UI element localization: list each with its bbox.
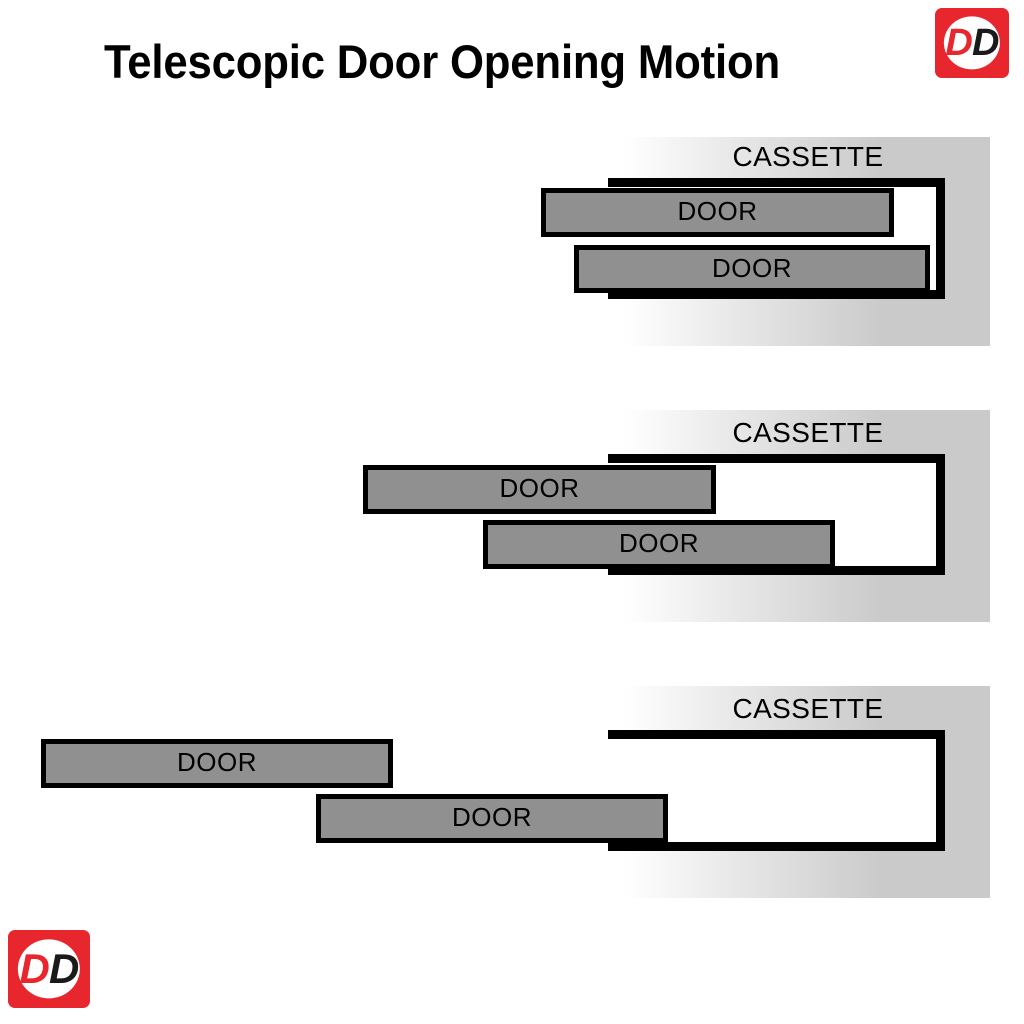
logo-letter-d-black: D [49,945,79,992]
stage-2-partially-open: CASSETTE DOOR DOOR [0,410,1024,622]
cassette-bottom-bar [608,290,945,299]
door-panel-upper: DOOR [41,739,393,788]
door-label: DOOR [452,802,532,832]
door-panel-lower: DOOR [316,794,668,843]
logo-disc [943,16,1001,70]
door-label: DOOR [677,196,758,226]
door-label: DOOR [619,528,699,558]
cassette-label: CASSETTE [732,141,884,172]
door-label: DOOR [177,747,257,777]
door-label: DOOR [712,252,792,283]
cassette-top-bar [608,730,945,739]
cassette-right-bar [936,730,945,851]
logo-letter-d-red: D [945,21,972,64]
door-panel-upper: DOOR [541,188,894,237]
door-label: DOOR [499,473,580,503]
logo-letter-d-black: D [972,21,999,64]
logo-disc [17,939,81,999]
cassette-right-bar [936,178,945,299]
door-panel-upper: DOOR [363,465,716,514]
page-title: Telescopic Door Opening Motion [104,35,780,88]
cassette-right-bar [936,454,945,575]
door-panel-lower: DOOR [483,520,835,569]
cassette-label: CASSETTE [732,693,884,724]
stage-3-fully-open: CASSETTE DOOR DOOR [0,686,1024,898]
door-panel-lower: DOOR [574,245,930,293]
cassette-bottom-bar [608,842,945,851]
cassette-top-bar [608,178,945,187]
cassette-bottom-bar [608,566,945,575]
stage-1-closed: CASSETTE DOOR DOOR [0,137,1024,346]
cassette-top-bar [608,454,945,463]
logo-letter-d-red: D [19,945,50,992]
cassette-label: CASSETTE [732,417,884,448]
